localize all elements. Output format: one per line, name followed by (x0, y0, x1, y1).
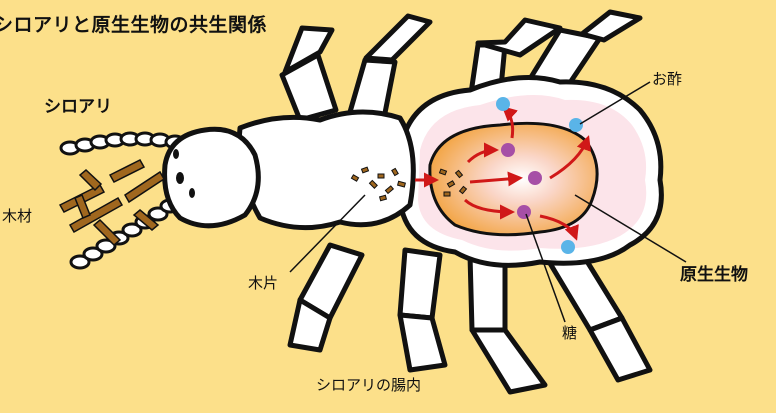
label-wood: 木材 (2, 205, 32, 226)
label-acetic-acid: お酢 (652, 68, 682, 89)
antenna-upper (61, 133, 184, 154)
wood-sticks (60, 160, 164, 245)
label-protist: 原生生物 (680, 260, 748, 285)
label-sugar: 糖 (562, 322, 577, 343)
thorax (239, 112, 413, 228)
label-gut: シロアリの腸内 (316, 374, 421, 395)
label-wood-chip: 木片 (248, 272, 278, 293)
diagram-title: シロアリと原生生物の共生関係 (0, 10, 267, 37)
label-termite: シロアリ (44, 92, 112, 117)
